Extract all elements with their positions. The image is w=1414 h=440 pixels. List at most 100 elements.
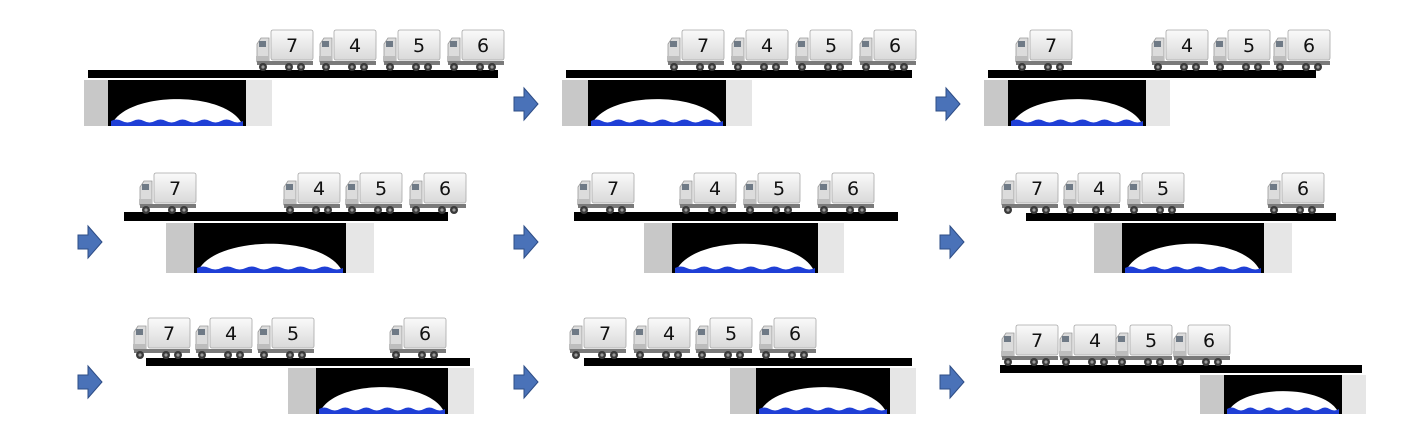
truck-number-label: 4	[1181, 35, 1193, 57]
bridge-deck	[88, 70, 498, 78]
bridge-3	[984, 70, 1316, 126]
truck-number-label: 7	[169, 178, 181, 200]
bridge-deck	[124, 212, 448, 221]
truck-icon: 5	[257, 317, 315, 359]
truck-number-label: 6	[1297, 178, 1309, 200]
bridge-pier	[1342, 375, 1366, 414]
truck-icon: 4	[1059, 324, 1117, 366]
truck-number-label: 4	[709, 178, 721, 200]
truck-number-label: 6	[439, 178, 451, 200]
bridge-pier	[890, 368, 916, 414]
truck-icon: 4	[283, 172, 341, 214]
truck-number-label: 5	[825, 35, 837, 57]
truck-number-label: 4	[1093, 178, 1105, 200]
truck-icon: 7	[667, 29, 725, 71]
truck-icon: 5	[695, 317, 753, 359]
bridge-deck	[566, 70, 912, 78]
truck-icon: 6	[1273, 29, 1331, 71]
truck-number-label: 7	[286, 35, 298, 57]
bridge-deck	[988, 70, 1316, 78]
truck-icon: 5	[795, 29, 853, 71]
truck-number-label: 5	[725, 323, 737, 345]
bridge-deck	[574, 212, 898, 221]
bridge-pier	[730, 368, 756, 414]
truck-icon: 6	[1267, 172, 1325, 214]
truck-icon: 7	[1015, 29, 1073, 71]
bridge-9	[1000, 365, 1366, 414]
bridge-pier	[288, 368, 316, 414]
truck-number-label: 4	[313, 178, 325, 200]
bridge-pier	[1200, 375, 1224, 414]
bridge-pier	[1146, 80, 1170, 126]
bridge-pier	[818, 223, 844, 273]
water	[1227, 407, 1339, 414]
truck-number-label: 7	[607, 178, 619, 200]
truck-icon: 7	[133, 317, 191, 359]
truck-icon: 7	[1001, 172, 1059, 214]
right-arrow-icon	[513, 364, 539, 400]
truck-icon: 7	[256, 29, 314, 71]
bridge-arch-opening	[111, 99, 243, 126]
right-arrow-icon	[939, 224, 965, 260]
truck-number-label: 5	[375, 178, 387, 200]
truck-icon: 6	[389, 317, 447, 359]
bridge-arch-opening	[759, 387, 887, 414]
bridge-7	[146, 358, 474, 414]
bridge-pier	[726, 80, 752, 126]
bridge-8	[584, 358, 916, 414]
bridge-arch-opening	[675, 243, 815, 273]
truck-number-label: 6	[847, 178, 859, 200]
truck-icon: 5	[1127, 172, 1185, 214]
bridge-arch-opening	[1011, 99, 1143, 126]
bridge-arch-opening	[1125, 243, 1261, 273]
truck-icon: 5	[1115, 324, 1173, 366]
truck-number-label: 6	[419, 323, 431, 345]
water	[1125, 266, 1261, 273]
water	[111, 119, 243, 126]
water	[675, 266, 815, 273]
bridge-deck	[1000, 365, 1362, 373]
bridge-pier	[1264, 223, 1292, 273]
truck-icon: 6	[859, 29, 917, 71]
right-arrow-icon	[513, 86, 539, 122]
bridge-2	[562, 70, 912, 126]
truck-icon: 6	[409, 172, 467, 214]
truck-number-label: 5	[1243, 35, 1255, 57]
bridge-pier	[166, 223, 194, 273]
truck-icon: 4	[319, 29, 377, 71]
truck-number-label: 4	[761, 35, 773, 57]
truck-icon: 6	[817, 172, 875, 214]
right-arrow-icon	[935, 86, 961, 122]
truck-icon: 4	[195, 317, 253, 359]
truck-icon: 4	[731, 29, 789, 71]
truck-number-label: 5	[1145, 330, 1157, 352]
bridge-1	[84, 70, 498, 126]
right-arrow-icon	[77, 364, 103, 400]
truck-number-label: 6	[1203, 330, 1215, 352]
truck-number-label: 6	[1303, 35, 1315, 57]
water	[1011, 119, 1143, 126]
truck-number-label: 6	[889, 35, 901, 57]
truck-icon: 7	[569, 317, 627, 359]
bridge-pier	[644, 223, 672, 273]
truck-icon: 5	[1213, 29, 1271, 71]
right-arrow-icon	[939, 364, 965, 400]
truck-icon: 4	[1151, 29, 1209, 71]
bridge-arch-opening	[197, 243, 343, 273]
truck-number-label: 7	[1031, 330, 1043, 352]
bridge-deck	[1026, 213, 1336, 221]
truck-icon: 7	[577, 172, 635, 214]
bridge-pier	[346, 223, 374, 273]
truck-icon: 6	[1173, 324, 1231, 366]
bridge-arch-opening	[591, 99, 723, 126]
truck-number-label: 6	[477, 35, 489, 57]
truck-icon: 7	[1001, 324, 1059, 366]
bridge-pier	[448, 368, 474, 414]
bridge-4	[124, 212, 448, 273]
water	[591, 119, 723, 126]
truck-number-label: 4	[225, 323, 237, 345]
right-arrow-icon	[513, 224, 539, 260]
bridge-pier	[984, 80, 1008, 126]
bridge-deck	[146, 358, 470, 366]
